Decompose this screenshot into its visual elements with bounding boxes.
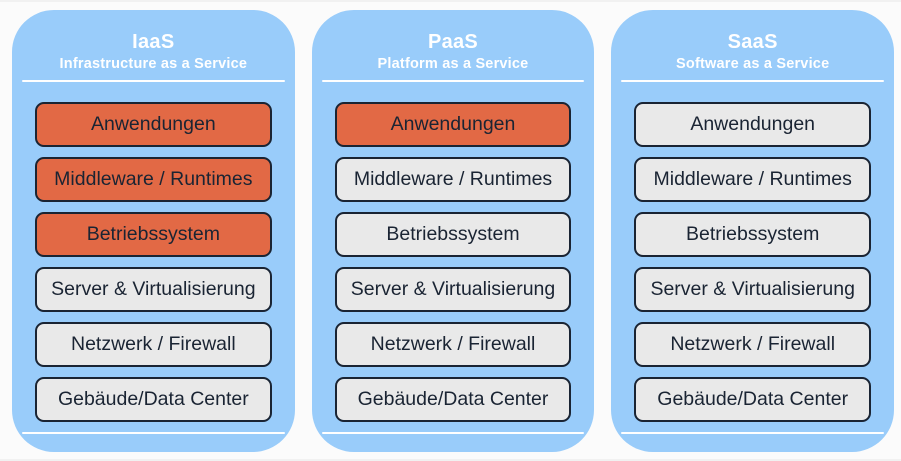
header-divider xyxy=(621,80,885,82)
layer-stack: Anwendungen Middleware / Runtimes Betrie… xyxy=(12,102,295,422)
layer-server-virtualisierung: Server & Virtualisierung xyxy=(334,267,572,312)
column-saas: SaaS Software as a Service Anwendungen M… xyxy=(611,10,895,452)
layer-netzwerk-firewall: Netzwerk / Firewall xyxy=(334,322,572,367)
layer-betriebssystem: Betriebssystem xyxy=(634,212,872,257)
layer-middleware-runtimes: Middleware / Runtimes xyxy=(334,157,572,202)
layer-betriebssystem: Betriebssystem xyxy=(334,212,572,257)
column-subtitle: Infrastructure as a Service xyxy=(59,56,248,72)
layer-anwendungen: Anwendungen xyxy=(334,102,572,147)
layer-anwendungen: Anwendungen xyxy=(35,102,272,147)
layer-gebaeude-data-center: Gebäude/Data Center xyxy=(35,377,272,422)
layer-stack: Anwendungen Middleware / Runtimes Betrie… xyxy=(611,102,894,422)
header-divider xyxy=(22,80,285,82)
column-paas: PaaS Platform as a Service Anwendungen M… xyxy=(311,10,595,452)
column-header: IaaS Infrastructure as a Service xyxy=(12,31,295,73)
footer-divider xyxy=(321,432,585,434)
column-title: SaaS xyxy=(727,31,778,53)
column-header: PaaS Platform as a Service xyxy=(312,31,595,73)
layer-gebaeude-data-center: Gebäude/Data Center xyxy=(334,377,572,422)
column-subtitle: Software as a Service xyxy=(676,56,830,72)
column-title: PaaS xyxy=(427,31,479,53)
layer-betriebssystem: Betriebssystem xyxy=(35,212,272,257)
layer-middleware-runtimes: Middleware / Runtimes xyxy=(35,157,272,202)
column-iaas: IaaS Infrastructure as a Service Anwendu… xyxy=(12,10,295,452)
column-header: SaaS Software as a Service xyxy=(611,31,894,73)
header-divider xyxy=(321,80,585,82)
layer-netzwerk-firewall: Netzwerk / Firewall xyxy=(634,322,872,367)
layer-gebaeude-data-center: Gebäude/Data Center xyxy=(634,377,872,422)
layer-stack: Anwendungen Middleware / Runtimes Betrie… xyxy=(312,102,595,422)
column-title: IaaS xyxy=(132,31,175,53)
layer-server-virtualisierung: Server & Virtualisierung xyxy=(35,267,272,312)
layer-server-virtualisierung: Server & Virtualisierung xyxy=(634,267,872,312)
layer-netzwerk-firewall: Netzwerk / Firewall xyxy=(35,322,272,367)
footer-divider xyxy=(621,432,885,434)
column-subtitle: Platform as a Service xyxy=(377,56,529,72)
footer-divider xyxy=(22,432,285,434)
layer-anwendungen: Anwendungen xyxy=(634,102,872,147)
layer-middleware-runtimes: Middleware / Runtimes xyxy=(634,157,872,202)
